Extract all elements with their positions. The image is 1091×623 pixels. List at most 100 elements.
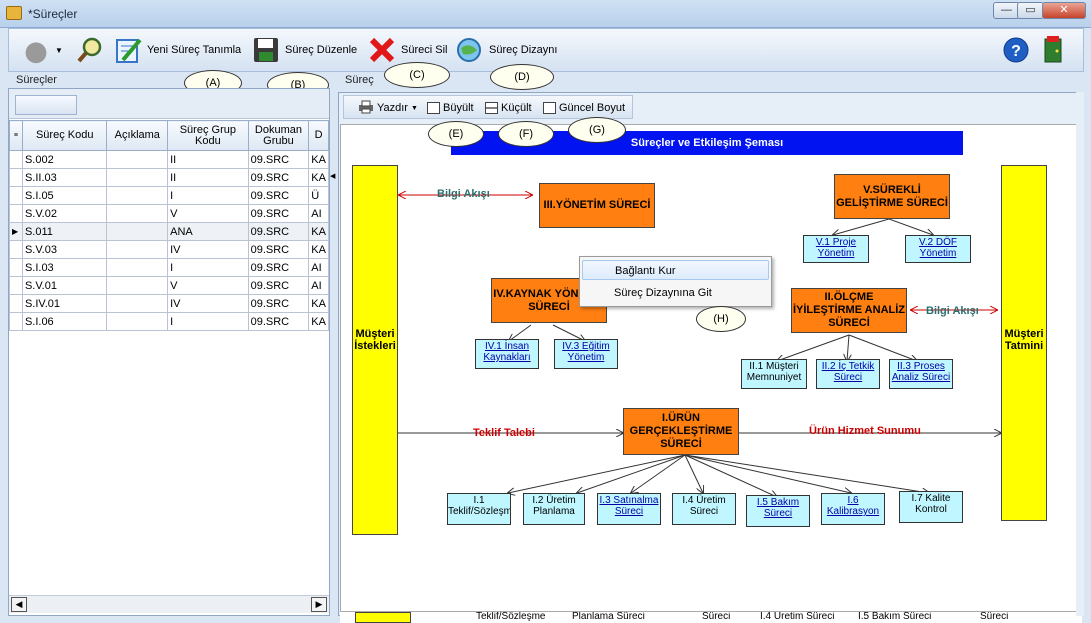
right-panel-title: Süreç [345,74,374,86]
actual-size-button[interactable]: Güncel Boyut [543,100,625,116]
svg-text:?: ? [1011,43,1021,60]
new-process-label: Yeni Süreç Tanımla [147,44,242,56]
edit-process-label: Süreç Düzenle [285,44,358,56]
minimize-button[interactable]: — [993,2,1020,19]
row-pointer-icon: ▶ [9,222,23,241]
diagram-connectors [398,125,1082,612]
child-process-i7[interactable]: I.7 Kalite Kontrol [899,491,963,523]
column-header[interactable]: Süreç Kodu [21,120,108,151]
info-flow-right-label: Bilgi Akışı [926,305,979,317]
next-page-text: Planlama Süreci [572,612,645,622]
delete-process-button[interactable]: Süreci Sil [367,35,447,65]
panel-splitter[interactable]: ◀ [330,88,338,616]
zoom-in-label: Büyült [443,102,474,114]
design-process-button[interactable]: Süreç Dizaynı [455,35,557,65]
next-page-text: Süreci [980,612,1009,622]
next-page-strip: Teklif/Sözleşme Planlama Süreci Süreci I… [340,612,1082,623]
left-panel-title: Süreçler [16,74,57,86]
menu-item-connect[interactable]: Bağlantı Kur [582,260,769,280]
column-header[interactable]: Dokuman Grubu [247,120,310,151]
callout-g: (G) [568,117,626,143]
delete-x-icon [367,36,397,64]
child-process-v2[interactable]: V.2 DÖF Yönetim [905,235,971,263]
row-selector-header[interactable]: ≡ [9,120,23,151]
exit-button[interactable] [1039,35,1069,65]
diagram-canvas[interactable]: Süreçler ve Etkileşim Şeması Müşteri İst… [340,124,1082,612]
exit-door-icon [1039,36,1069,64]
print-button[interactable]: Yazdır ▼ [358,100,418,116]
edit-process-button[interactable]: Süreç Düzenle [251,35,357,65]
process-measurement[interactable]: II.ÖLÇME İYİLEŞTİRME ANALİZ SÜRECİ [791,288,907,333]
history-dropdown[interactable]: ▼ [21,35,63,65]
list-toolbar [9,89,329,119]
child-process-i1[interactable]: I.1 Teklif/Sözleşme [447,493,511,525]
maximize-button[interactable]: ▭ [1017,2,1044,19]
callout-h: (H) [696,306,746,332]
globe-design-icon [455,36,485,64]
column-header[interactable]: Süreç Grup Kodu [167,120,249,151]
process-improvement[interactable]: V.SÜREKLİ GELİŞTİRME SÜRECİ [834,174,950,219]
menu-item-go-to-design[interactable]: Süreç Dizaynına Git [614,287,712,299]
collapse-arrow-icon[interactable]: ◀ [330,173,336,180]
process-production[interactable]: I.ÜRÜN GERÇEKLEŞTİRME SÜRECİ [623,408,739,455]
callout-f: (F) [498,121,554,147]
child-process-iv3[interactable]: IV.3 Eğitim Yönetim [554,339,618,369]
callout-d: (D) [490,64,554,90]
scroll-right-icon[interactable]: ▶ [311,597,327,612]
help-button[interactable]: ? [1001,35,1031,65]
next-page-yellow-bar [355,612,411,623]
child-process-i6[interactable]: I.6 Kalibrasyon [821,493,885,525]
zoom-in-button[interactable]: Büyült [427,100,474,116]
app-icon [6,6,22,20]
floppy-disk-icon [251,36,281,64]
chevron-down-icon: ▼ [410,104,418,112]
child-process-v1[interactable]: V.1 Proje Yönetim [803,235,869,263]
zoom-out-label: Küçült [501,102,532,114]
printer-icon [358,100,374,117]
print-label: Yazdır [377,102,408,114]
actual-size-label: Güncel Boyut [559,102,626,114]
close-button[interactable]: ✕ [1042,2,1086,19]
scroll-left-icon[interactable]: ◀ [11,597,27,612]
window-title: *Süreçler [28,7,78,21]
search-button[interactable] [75,35,105,65]
zoom-out-button[interactable]: Küçült [485,100,532,116]
next-page-text: Teklif/Sözleşme [476,612,546,622]
process-management[interactable]: III.YÖNETİM SÜRECİ [539,183,655,228]
child-process-iv1[interactable]: IV.1 İnsan Kaynakları [475,339,539,369]
next-page-text: Süreci [702,612,731,622]
next-page-text: I.4 Üretim Süreci [760,612,835,622]
customer-requests-bar[interactable]: Müşteri İstekleri [352,165,398,535]
column-header[interactable]: D [308,120,329,151]
child-process-ii3[interactable]: II.3 Proses Analiz Süreci [889,359,953,389]
child-process-i5[interactable]: I.5 Bakım Süreci [746,495,810,527]
edit-document-icon [113,36,143,64]
child-process-i2[interactable]: I.2 Üretim Planlama [523,493,585,525]
zoom-in-icon [427,102,440,114]
product-service-label: Ürün Hizmet Sunumu [809,425,921,437]
list-toolbar-button[interactable] [15,95,77,115]
zoom-out-icon [485,102,498,114]
child-process-ii2[interactable]: II.2 İç Tetkik Süreci [816,359,880,389]
column-header[interactable]: Açıklama [106,120,169,151]
child-process-i3[interactable]: I.3 Satınalma Süreci [597,493,661,525]
new-process-button[interactable]: Yeni Süreç Tanımla [113,35,241,65]
info-flow-left-label: Bilgi Akışı [437,188,490,200]
customer-satisfaction-bar[interactable]: Müşteri Tatmini [1001,165,1047,521]
horizontal-scrollbar[interactable]: ◀ ▶ [9,595,329,613]
callout-e: (E) [428,121,484,147]
title-bar: *Süreçler — ▭ ✕ [0,0,1091,28]
child-process-ii1[interactable]: II.1 Müşteri Memnuniyet [741,359,807,389]
child-process-i4[interactable]: I.4 Üretim Süreci [672,493,736,525]
process-list-panel: ≡ Süreç Kodu Açıklama Süreç Grup Kodu Do… [8,88,330,616]
